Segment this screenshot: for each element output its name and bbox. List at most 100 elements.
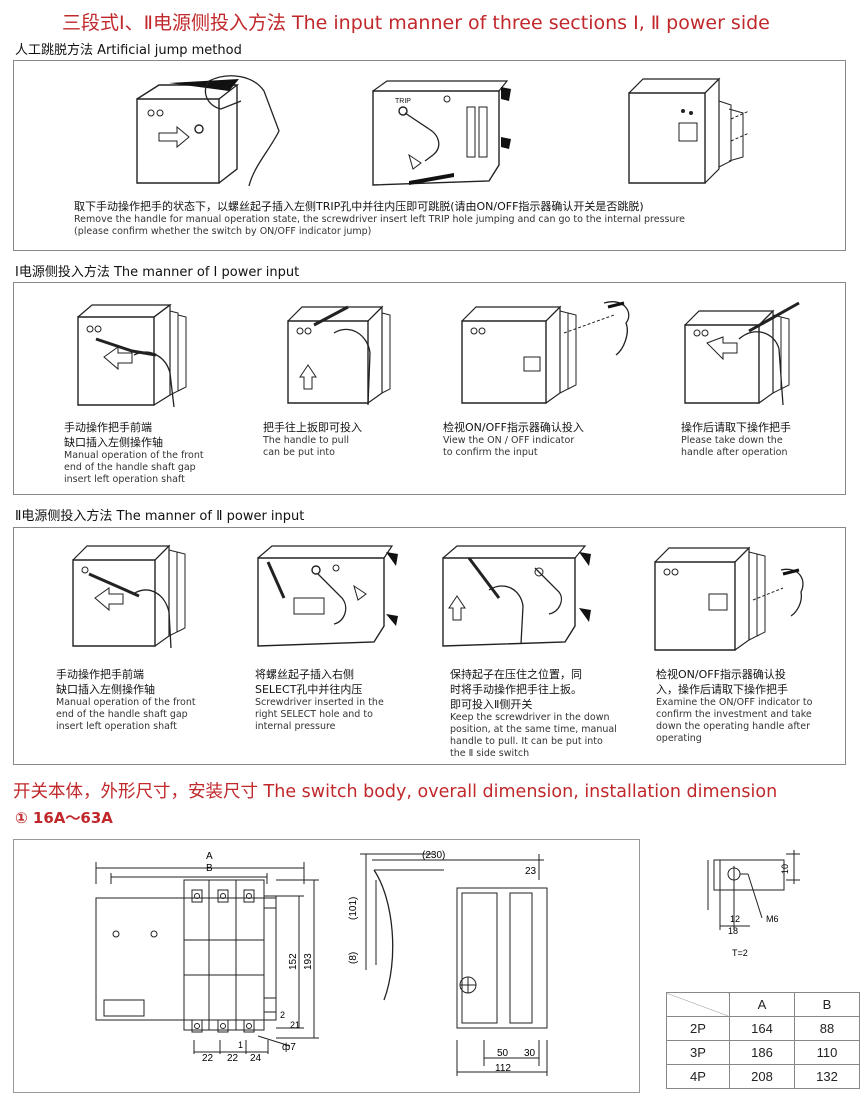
dimension-table: A B 2P 164 88 3P 186 110 4P 208 132 (666, 992, 860, 1089)
step2-pull-handle-illustration (284, 293, 414, 408)
table-cell: 164 (729, 1016, 795, 1041)
front-view-drawing (95, 862, 319, 1054)
table-row: 4P 208 132 (666, 1064, 860, 1089)
table-row: 3P 186 110 (666, 1040, 860, 1065)
table-cell: 186 (729, 1040, 795, 1065)
switch-tripped-illustration (619, 71, 759, 191)
dimension-drawing-panel: A B 152 193 2 21 1 22 22 24 ф7 (13, 839, 640, 1093)
p1-step2-en-line2: can be put into (263, 447, 335, 458)
p1-step4-en-line1: Please take down the (681, 435, 783, 446)
dim-mount-10: 10 (780, 864, 790, 874)
dim-mount-t2: T=2 (732, 948, 748, 958)
p2-step3-en-line3: handle to pull. It can be put into (450, 736, 603, 747)
dim-front-22b: 22 (227, 1053, 239, 1064)
table-cell: 88 (794, 1016, 860, 1041)
table-cell: 208 (729, 1064, 795, 1089)
p2-step1-cn-line1: 手动操作把手前端 (56, 668, 144, 681)
dimension-section-heading: 开关本体，外形尺寸，安装尺寸 The switch body, overall … (13, 782, 778, 802)
dim-side-112: 112 (495, 1063, 511, 1074)
table-cell: 110 (794, 1040, 860, 1065)
p2-step2-en-line1: Screwdriver inserted in the (255, 697, 384, 708)
power-2-input-panel: 手动操作把手前端 缺口插入左侧操作轴 Manual operation of t… (13, 527, 846, 765)
dim-side-101: (101) (348, 897, 359, 920)
table-header-row: A B (666, 992, 860, 1017)
step3-view-indicator-illustration (454, 293, 634, 408)
dim-front-152: 152 (288, 953, 299, 970)
current-range-subheading: ① 16A～63A (15, 809, 113, 827)
section-heading-power-1-input: Ⅰ电源侧投入方法 The manner of Ⅰ power input (15, 265, 300, 280)
p2-step4-en-line2: confirm the investment and take (656, 709, 812, 720)
dim-front-a: A (206, 851, 213, 862)
p1-step4-en-line2: handle after operation (681, 447, 788, 458)
dim-front-2: 2 (280, 1010, 285, 1020)
p2-step3-cn-line2: 时将手动操作把手往上扳。 (450, 683, 582, 696)
dim-side-230: (230) (422, 850, 445, 861)
artificial-jump-panel: TRIP 取下手动操作把手的状态下，以螺丝起子插入左侧TRIP孔中并往内压即可跳… (13, 60, 846, 251)
p1-step1-cn-line1: 手动操作把手前端 (64, 421, 152, 434)
p1-step4-cn-line1: 操作后请取下操作把手 (681, 421, 791, 434)
p2-step4-en-line4: operating (656, 733, 702, 744)
p2-step2-cn-line2: SELECT孔中并往内压 (255, 683, 363, 696)
p2-step2-en-line3: internal pressure (255, 721, 336, 732)
mounting-hole-drawing: 10 12 18 M6 T=2 (690, 840, 810, 964)
p2-step4-view-indicator-illustration (649, 540, 809, 655)
switch-handle-removal-illustration (129, 71, 289, 191)
p2-step2-select-screwdriver-illustration (254, 538, 414, 653)
dim-front-phi7: ф7 (282, 1041, 296, 1053)
section-heading-power-2-input: Ⅱ电源侧投入方法 The manner of Ⅱ power input (15, 509, 305, 524)
dim-front-193: 193 (303, 953, 314, 970)
section1-caption-cn: 取下手动操作把手的状态下，以螺丝起子插入左侧TRIP孔中并往内压即可跳脱(请由O… (74, 200, 644, 213)
p2-step1-en-line1: Manual operation of the front (56, 697, 196, 708)
p1-step3-en-line2: to confirm the input (443, 447, 538, 458)
table-cell: 2P (666, 1016, 730, 1041)
p2-step3-en-line1: Keep the screwdriver in the down (450, 712, 610, 723)
dim-mount-12: 12 (730, 914, 740, 924)
p2-step4-en-line3: down the operating handle after (656, 721, 810, 732)
power-1-input-panel: 手动操作把手前端 缺口插入左侧操作轴 Manual operation of t… (13, 282, 846, 495)
table-header-a: A (729, 992, 795, 1017)
section1-caption-en-1: Remove the handle for manual operation s… (74, 214, 686, 225)
table-cell: 3P (666, 1040, 730, 1065)
p1-step3-cn-line1: 检视ON/OFF指示器确认投入 (443, 421, 584, 434)
p2-step1-insert-handle-illustration (69, 536, 209, 651)
section-heading-artificial-jump: 人工跳脱方法 Artificial jump method (15, 43, 242, 58)
table-cell: 4P (666, 1064, 730, 1089)
p2-step1-en-line2: end of the handle shaft gap (56, 709, 188, 720)
step4-remove-handle-illustration (679, 293, 819, 408)
p2-step2-cn-line1: 将螺丝起子插入右侧 (255, 668, 354, 681)
p2-step3-pull-handle-illustration (439, 538, 614, 653)
p1-step2-cn-line1: 把手往上扳即可投入 (263, 421, 362, 434)
dim-mount-m6: M6 (766, 914, 779, 924)
dim-front-22a: 22 (202, 1053, 214, 1064)
p1-step1-en-line3: insert left operation shaft (64, 474, 185, 485)
dim-side-50: 50 (497, 1048, 509, 1059)
p2-step4-cn-line1: 检视ON/OFF指示器确认投 (656, 668, 786, 681)
p1-step1-en-line2: end of the handle shaft gap (64, 462, 196, 473)
p2-step3-cn-line3: 即可投入Ⅱ侧开关 (450, 698, 533, 711)
p2-step3-cn-line1: 保持起子在压住之位置，同 (450, 668, 582, 681)
dim-front-1: 1 (238, 1040, 243, 1050)
p2-step2-en-line2: right SELECT hole and to (255, 709, 373, 720)
p1-step3-en-line1: View the ON / OFF indicator (443, 435, 575, 446)
dim-mount-18: 18 (728, 926, 738, 936)
p2-step1-cn-line2: 缺口插入左侧操作轴 (56, 683, 155, 696)
p1-step1-en-line1: Manual operation of the front (64, 450, 204, 461)
p2-step3-en-line2: position, at the same time, manual (450, 724, 617, 735)
p2-step4-cn-line2: 入，操作后请取下操作把手 (656, 683, 788, 696)
table-cell: 132 (794, 1064, 860, 1089)
step1-insert-handle-illustration (74, 295, 204, 410)
p1-step2-en-line1: The handle to pull (263, 435, 349, 446)
table-row: 2P 164 88 (666, 1016, 860, 1041)
table-header-b: B (794, 992, 860, 1017)
dim-front-b: B (206, 863, 213, 874)
p1-step1-cn-line2: 缺口插入左侧操作轴 (64, 436, 163, 449)
side-view-drawing (360, 853, 548, 1076)
p2-step3-en-line4: the Ⅱ side switch (450, 748, 530, 759)
trip-label: TRIP (395, 98, 411, 105)
page-title: 三段式Ⅰ、Ⅱ电源侧投入方法 The input manner of three … (62, 12, 770, 34)
table-header-corner (666, 992, 730, 1017)
p2-step1-en-line3: insert left operation shaft (56, 721, 177, 732)
dim-front-21: 21 (290, 1020, 300, 1030)
dim-side-8: (8) (348, 952, 359, 964)
dim-side-23: 23 (525, 866, 537, 877)
